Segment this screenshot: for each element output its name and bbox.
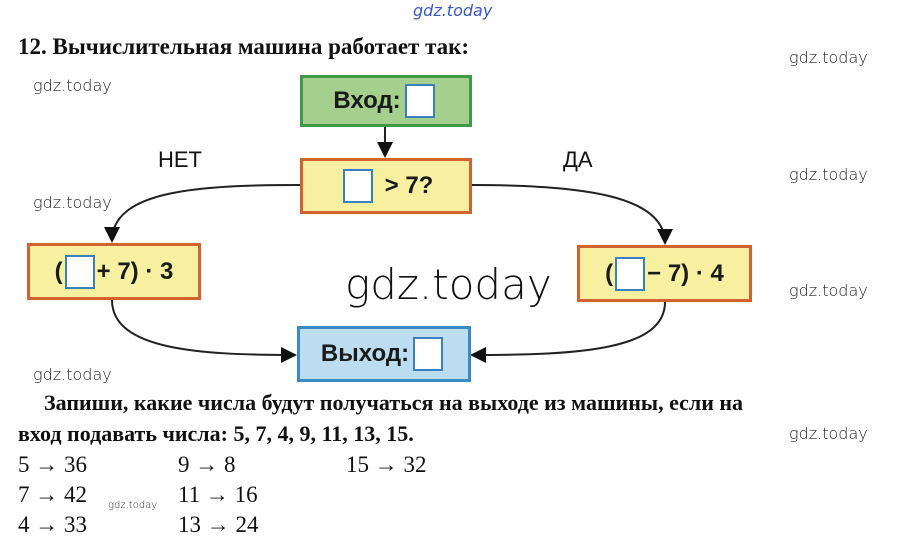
- answer: 9 → 8: [178, 452, 236, 477]
- condition-box: > 7?: [300, 158, 472, 214]
- task-line-1: Запиши, какие числа будут получаться на …: [44, 390, 744, 415]
- answer: 13 → 24: [178, 512, 259, 537]
- watermark: gdz.today: [33, 365, 112, 384]
- no-branch-box: ( + 7) · 3: [27, 243, 201, 300]
- input-square: [404, 84, 435, 118]
- watermark: gdz.today: [789, 424, 868, 443]
- input-label: Вход:: [333, 87, 401, 114]
- answer: 4 → 33: [18, 512, 87, 537]
- output-square: [413, 337, 444, 371]
- flow-arrows: [104, 125, 673, 363]
- condition-square: [342, 169, 373, 203]
- task-title: 12. Вычислительная машина работает так:: [18, 34, 470, 59]
- paren: (: [605, 259, 614, 287]
- yes-square: [615, 256, 646, 291]
- no-square: [64, 254, 95, 289]
- watermark-top: gdz.today: [413, 1, 493, 20]
- condition-label: > 7?: [384, 172, 434, 199]
- answer: 5 → 36: [18, 452, 87, 477]
- answer: 15 → 32: [346, 452, 427, 477]
- arrow-yes: [471, 184, 673, 245]
- no-formula: + 7) · 3: [96, 257, 174, 285]
- paren: (: [54, 257, 63, 285]
- task-line-2: вход подавать числа: 5, 7, 4, 9, 11, 13,…: [18, 421, 414, 446]
- yes-branch-box: ( − 7) · 4: [577, 245, 752, 302]
- watermark: gdz.today: [789, 281, 868, 300]
- watermark: gdz.today: [789, 165, 868, 184]
- answer: 11 → 16: [178, 482, 258, 507]
- output-label: Выход:: [320, 340, 410, 367]
- input-box: Вход:: [300, 75, 472, 127]
- watermark: gdz.today: [789, 48, 868, 67]
- yes-formula: − 7) · 4: [647, 259, 724, 287]
- watermark: gdz.today: [33, 193, 112, 212]
- arrow-no-to-output: [111, 299, 297, 363]
- watermark-center: gdz.today: [345, 260, 552, 309]
- answer: 7 → 42: [18, 482, 87, 507]
- output-box: Выход:: [297, 326, 471, 382]
- watermark: gdz.today: [33, 76, 112, 95]
- no-label: НЕТ: [158, 147, 202, 172]
- arrow-no: [104, 184, 301, 243]
- arrow-yes-to-output: [470, 301, 666, 363]
- watermark-small: gdz.today: [108, 500, 158, 511]
- yes-label: ДА: [563, 147, 593, 172]
